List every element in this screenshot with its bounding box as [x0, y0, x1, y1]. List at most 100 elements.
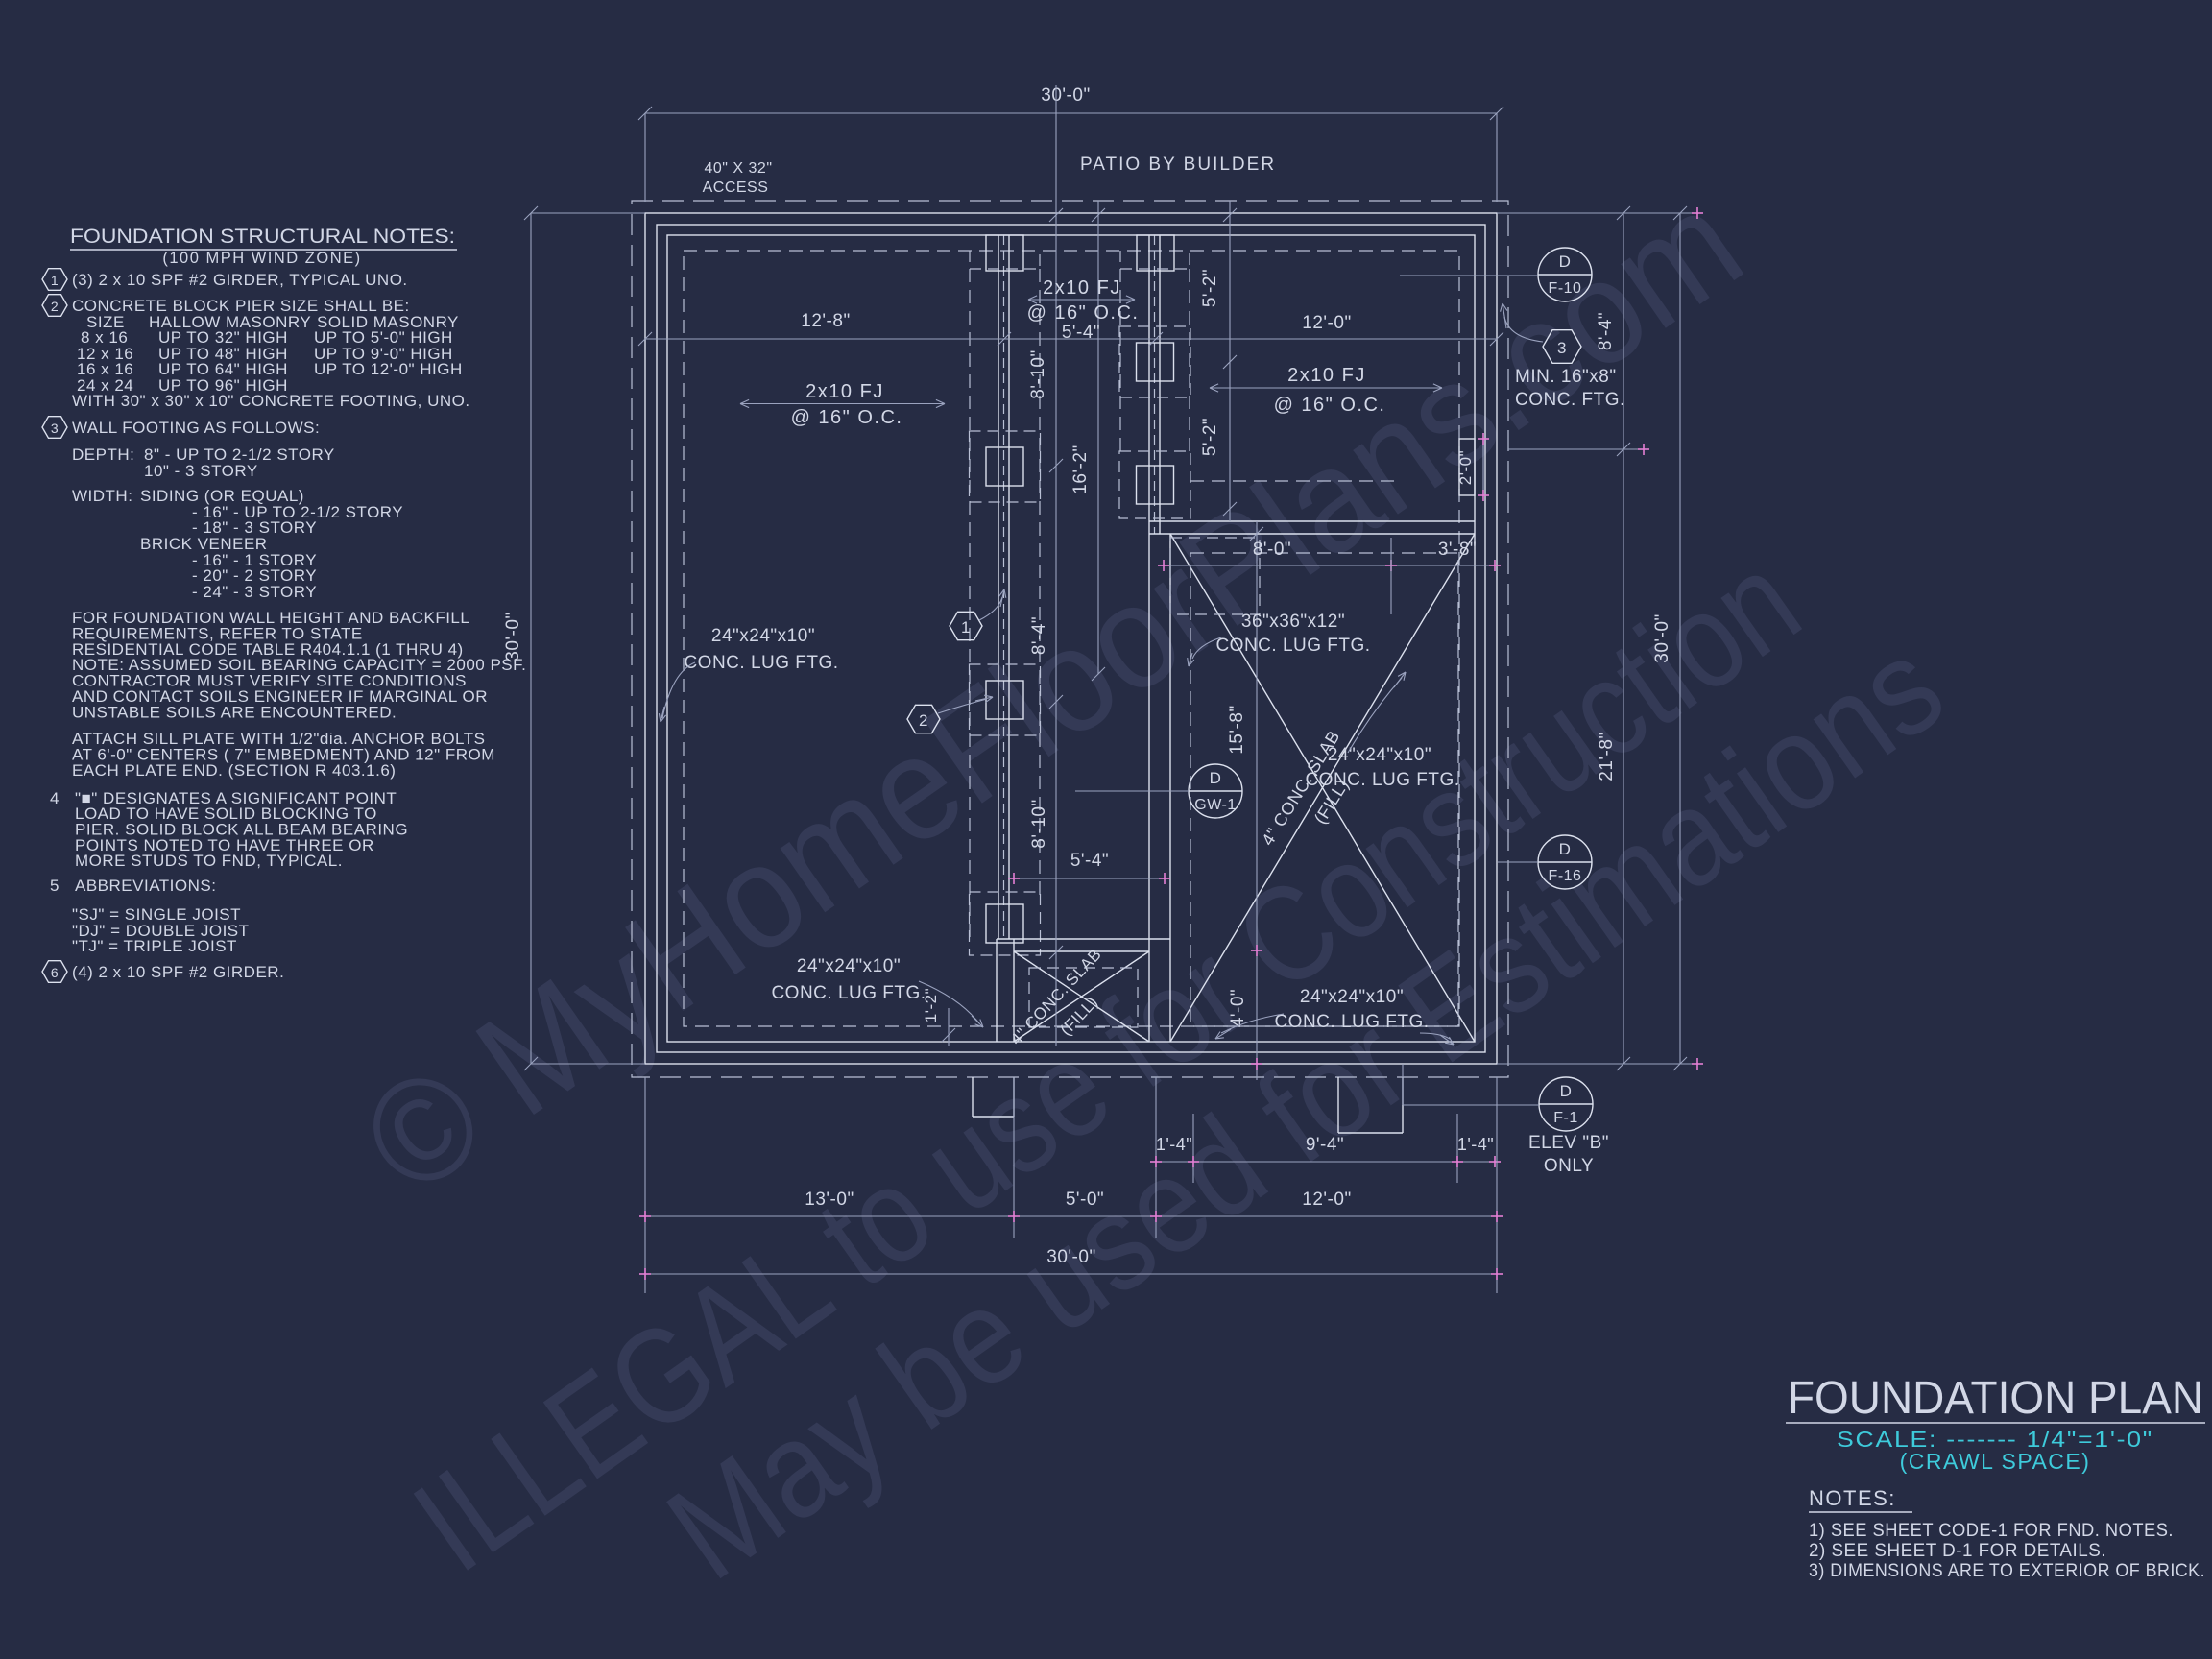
- svg-text:ACCESS: ACCESS: [703, 180, 769, 196]
- svg-text:16 x 16: 16 x 16: [77, 360, 133, 378]
- svg-text:DEPTH:: DEPTH:: [72, 445, 134, 464]
- svg-text:8'-10": 8'-10": [1029, 799, 1049, 848]
- svg-text:"SJ" = SINGLE JOIST: "SJ" = SINGLE JOIST: [72, 905, 241, 924]
- svg-text:NOTES:: NOTES:: [1809, 1486, 1896, 1510]
- svg-text:"DJ" = DOUBLE JOIST: "DJ" = DOUBLE JOIST: [72, 922, 250, 940]
- svg-text:6: 6: [51, 965, 59, 980]
- svg-text:POINTS NOTED TO HAVE THREE OR: POINTS NOTED TO HAVE THREE OR: [75, 836, 374, 854]
- svg-text:2x10 FJ: 2x10 FJ: [1043, 277, 1121, 299]
- svg-text:FOR FOUNDATION WALL HEIGHT AND: FOR FOUNDATION WALL HEIGHT AND BACKFILL: [72, 609, 469, 627]
- svg-text:9'-4": 9'-4": [1306, 1135, 1344, 1155]
- svg-text:UP TO 96" HIGH: UP TO 96" HIGH: [158, 376, 288, 395]
- svg-text:CONCRETE BLOCK PIER SIZE SHALL: CONCRETE BLOCK PIER SIZE SHALL BE:: [72, 297, 410, 315]
- svg-text:1'-4": 1'-4": [1457, 1135, 1494, 1154]
- svg-text:LOAD TO HAVE SOLID BLOCKING TO: LOAD TO HAVE SOLID BLOCKING TO: [75, 805, 377, 823]
- svg-text:4: 4: [50, 789, 60, 807]
- svg-text:ABBREVIATIONS:: ABBREVIATIONS:: [75, 877, 216, 895]
- svg-text:CONC. LUG FTG.: CONC. LUG FTG.: [684, 653, 838, 673]
- svg-text:CONC. LUG FTG.: CONC. LUG FTG.: [1215, 636, 1370, 656]
- svg-text:30'-0": 30'-0": [1046, 1247, 1095, 1267]
- svg-text:5'-2": 5'-2": [1200, 418, 1220, 456]
- svg-text:1'-4": 1'-4": [1156, 1135, 1192, 1154]
- svg-text:24"x24"x10": 24"x24"x10": [711, 626, 815, 646]
- svg-text:D: D: [1559, 840, 1572, 858]
- svg-text:1: 1: [51, 273, 59, 288]
- svg-text:CONTRACTOR MUST VERIFY SITE CO: CONTRACTOR MUST VERIFY SITE CONDITIONS: [72, 672, 467, 690]
- svg-text:40" X 32": 40" X 32": [704, 160, 772, 177]
- svg-text:UP TO 12'-0" HIGH: UP TO 12'-0" HIGH: [314, 360, 463, 378]
- svg-text:D: D: [1560, 1082, 1573, 1100]
- svg-text:5'-2": 5'-2": [1200, 269, 1220, 307]
- svg-text:30'-0": 30'-0": [503, 612, 523, 661]
- svg-text:CONC. LUG FTG.: CONC. LUG FTG.: [771, 983, 926, 1003]
- svg-text:F-16: F-16: [1549, 868, 1582, 884]
- svg-text:CONC. FTG.: CONC. FTG.: [1515, 390, 1625, 410]
- svg-text:16'-2": 16'-2": [1070, 445, 1091, 493]
- svg-text:AT 6'-0" CENTERS ( 7" EMBEDMEN: AT 6'-0" CENTERS ( 7" EMBEDMENT) AND 12"…: [72, 745, 495, 763]
- svg-text:- 16" - 1 STORY: - 16" - 1 STORY: [192, 551, 317, 569]
- svg-text:2: 2: [919, 711, 928, 730]
- svg-text:- 24" - 3 STORY: - 24" - 3 STORY: [192, 583, 317, 601]
- svg-text:"TJ" = TRIPLE JOIST: "TJ" = TRIPLE JOIST: [72, 937, 237, 955]
- svg-text:PIER. SOLID BLOCK ALL BEAM BEA: PIER. SOLID BLOCK ALL BEAM BEARING: [75, 820, 408, 838]
- svg-text:SCALE: ------- 1/4"=1'-0": SCALE: ------- 1/4"=1'-0": [1837, 1427, 2153, 1452]
- svg-text:- 16" - UP TO 2-1/2 STORY: - 16" - UP TO 2-1/2 STORY: [192, 503, 403, 521]
- svg-text:5: 5: [50, 877, 60, 895]
- svg-text:2x10 FJ: 2x10 FJ: [805, 381, 884, 402]
- svg-text:SOLID MASONRY: SOLID MASONRY: [317, 313, 459, 331]
- svg-text:(3) 2 x 10 SPF #2 GIRDER, TYPI: (3) 2 x 10 SPF #2 GIRDER, TYPICAL UNO.: [72, 271, 408, 289]
- svg-text:2: 2: [51, 299, 59, 314]
- svg-text:ELEV "B": ELEV "B": [1528, 1133, 1609, 1153]
- svg-text:- 18" - 3 STORY: - 18" - 3 STORY: [192, 518, 317, 537]
- svg-text:CONC. LUG FTG.: CONC. LUG FTG.: [1305, 770, 1459, 790]
- svg-text:30'-0": 30'-0": [1652, 613, 1672, 662]
- svg-text:10" - 3 STORY: 10" - 3 STORY: [144, 462, 258, 480]
- svg-text:"■" DESIGNATES A SIGNIFICANT P: "■" DESIGNATES A SIGNIFICANT POINT: [75, 789, 397, 807]
- svg-text:5'-4": 5'-4": [1062, 323, 1100, 343]
- svg-text:8'-4": 8'-4": [1029, 616, 1049, 655]
- svg-text:GW-1: GW-1: [1194, 797, 1236, 813]
- svg-text:@ 16" O.C.: @ 16" O.C.: [1027, 302, 1140, 324]
- svg-text:24"x24"x10": 24"x24"x10": [1300, 987, 1404, 1007]
- svg-text:5'-4": 5'-4": [1070, 851, 1109, 871]
- svg-text:NOTE: ASSUMED SOIL BEARING CAP: NOTE: ASSUMED SOIL BEARING CAPACITY = 20…: [72, 656, 526, 674]
- svg-text:3) DIMENSIONS ARE TO EXTERIOR: 3) DIMENSIONS ARE TO EXTERIOR OF BRICK.: [1809, 1561, 2205, 1581]
- svg-text:SIZE: SIZE: [86, 313, 125, 331]
- svg-text:15'-8": 15'-8": [1227, 705, 1247, 754]
- svg-text:5'-0": 5'-0": [1066, 1190, 1104, 1210]
- svg-text:FOUNDATION STRUCTURAL NOTES:: FOUNDATION STRUCTURAL NOTES:: [70, 225, 455, 248]
- svg-text:MORE STUDS TO FND, TYPICAL.: MORE STUDS TO FND, TYPICAL.: [75, 852, 343, 870]
- svg-text:D: D: [1210, 769, 1222, 787]
- svg-text:30'-0": 30'-0": [1041, 85, 1090, 106]
- svg-text:2x10 FJ: 2x10 FJ: [1287, 365, 1366, 386]
- svg-text:(100 MPH WIND ZONE): (100 MPH WIND ZONE): [162, 250, 361, 267]
- svg-text:24"x24"x10": 24"x24"x10": [1328, 745, 1431, 765]
- svg-text:EACH PLATE END. (SECTION R 403: EACH PLATE END. (SECTION R 403.1.6): [72, 761, 396, 780]
- svg-text:UP TO 32" HIGH: UP TO 32" HIGH: [158, 328, 288, 347]
- svg-text:UP TO 48" HIGH: UP TO 48" HIGH: [158, 345, 288, 363]
- svg-text:4'-0": 4'-0": [1228, 989, 1248, 1027]
- svg-text:F-1: F-1: [1553, 1110, 1578, 1126]
- svg-text:8'-4": 8'-4": [1596, 312, 1616, 350]
- svg-text:HALLOW MASONRY: HALLOW MASONRY: [149, 313, 311, 331]
- svg-text:CONC. LUG FTG.: CONC. LUG FTG.: [1274, 1012, 1429, 1032]
- svg-text:AND CONTACT SOILS ENGINEER IF: AND CONTACT SOILS ENGINEER IF MARGINAL O…: [72, 687, 488, 706]
- svg-text:ATTACH SILL PLATE WITH 1/2"dia: ATTACH SILL PLATE WITH 1/2"dia. ANCHOR B…: [72, 730, 485, 748]
- svg-text:3: 3: [51, 421, 59, 436]
- svg-text:FOUNDATION PLAN: FOUNDATION PLAN: [1788, 1373, 2203, 1424]
- svg-text:1: 1: [961, 618, 971, 637]
- svg-text:8 x 16: 8 x 16: [81, 328, 128, 347]
- svg-text:(CRAWL SPACE): (CRAWL SPACE): [1900, 1449, 2091, 1474]
- svg-text:PATIO BY BUILDER: PATIO BY BUILDER: [1080, 155, 1276, 175]
- svg-text:8'-10": 8'-10": [1028, 349, 1048, 398]
- svg-text:24 x 24: 24 x 24: [77, 376, 133, 395]
- svg-text:SIDING (OR EQUAL): SIDING (OR EQUAL): [140, 487, 304, 505]
- svg-text:13'-0": 13'-0": [805, 1190, 854, 1210]
- svg-text:UP TO 64" HIGH: UP TO 64" HIGH: [158, 360, 288, 378]
- svg-text:D: D: [1559, 252, 1572, 271]
- svg-text:WALL FOOTING AS FOLLOWS:: WALL FOOTING AS FOLLOWS:: [72, 419, 320, 437]
- svg-text:8" - UP TO 2-1/2 STORY: 8" - UP TO 2-1/2 STORY: [144, 445, 335, 464]
- svg-text:12'-0": 12'-0": [1302, 1190, 1351, 1210]
- svg-text:WIDTH:: WIDTH:: [72, 487, 132, 505]
- svg-text:UP TO 9'-0" HIGH: UP TO 9'-0" HIGH: [314, 345, 453, 363]
